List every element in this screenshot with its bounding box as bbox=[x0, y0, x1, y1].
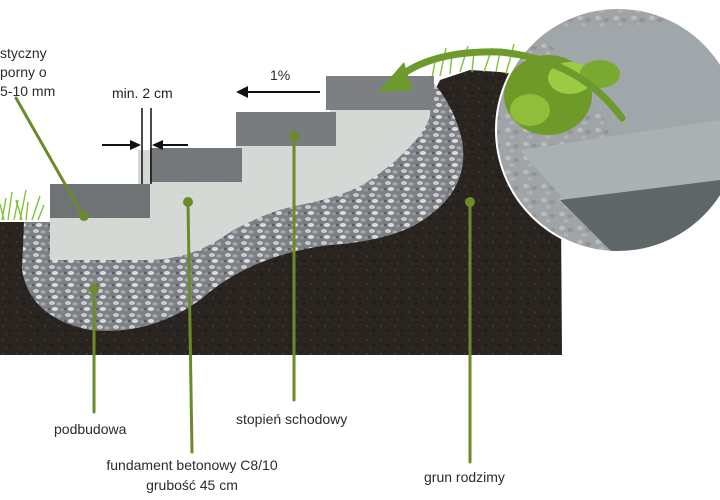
native-soil-label: grun rodzimy bbox=[424, 469, 505, 485]
left-top-label-line3: 5-10 mm bbox=[0, 83, 56, 99]
gap-arrow-right-head bbox=[130, 140, 141, 150]
subbase-label: podbudowa bbox=[54, 421, 127, 437]
leader-foundation bbox=[186, 200, 194, 454]
curved-arrow-icon bbox=[391, 48, 626, 122]
step-slab-3 bbox=[236, 112, 336, 146]
arrow-left-head bbox=[236, 86, 248, 98]
concrete-foundation bbox=[50, 110, 431, 261]
foundation-label-line1: fundament betonowy C8/10 bbox=[106, 457, 278, 473]
left-top-label-line2: porny o bbox=[0, 64, 47, 80]
step-slab-2 bbox=[150, 148, 242, 182]
leader-dot-native-soil bbox=[465, 197, 475, 207]
gap-label: min. 2 cm bbox=[112, 85, 173, 101]
leader-left-top bbox=[14, 96, 84, 216]
photo-inset-border bbox=[495, 7, 720, 253]
leader-dot-left-top bbox=[79, 211, 89, 221]
grass-left bbox=[0, 189, 45, 221]
leader-dot-foundation bbox=[183, 197, 193, 207]
step-slab-4 bbox=[326, 76, 434, 110]
leader-dot-step bbox=[289, 131, 299, 141]
left-top-label-line1: styczny bbox=[0, 45, 47, 61]
step-slab-1 bbox=[50, 184, 150, 218]
foundation-label-line2: grubość 45 cm bbox=[146, 477, 238, 493]
curved-arrow-head bbox=[378, 62, 412, 92]
photo-inset bbox=[496, 8, 720, 252]
step-label: stopień schodowy bbox=[236, 411, 348, 427]
gap-arrow-left-head bbox=[152, 140, 163, 150]
slope-label: 1% bbox=[270, 67, 291, 83]
leader-dot-subbase bbox=[89, 284, 99, 294]
